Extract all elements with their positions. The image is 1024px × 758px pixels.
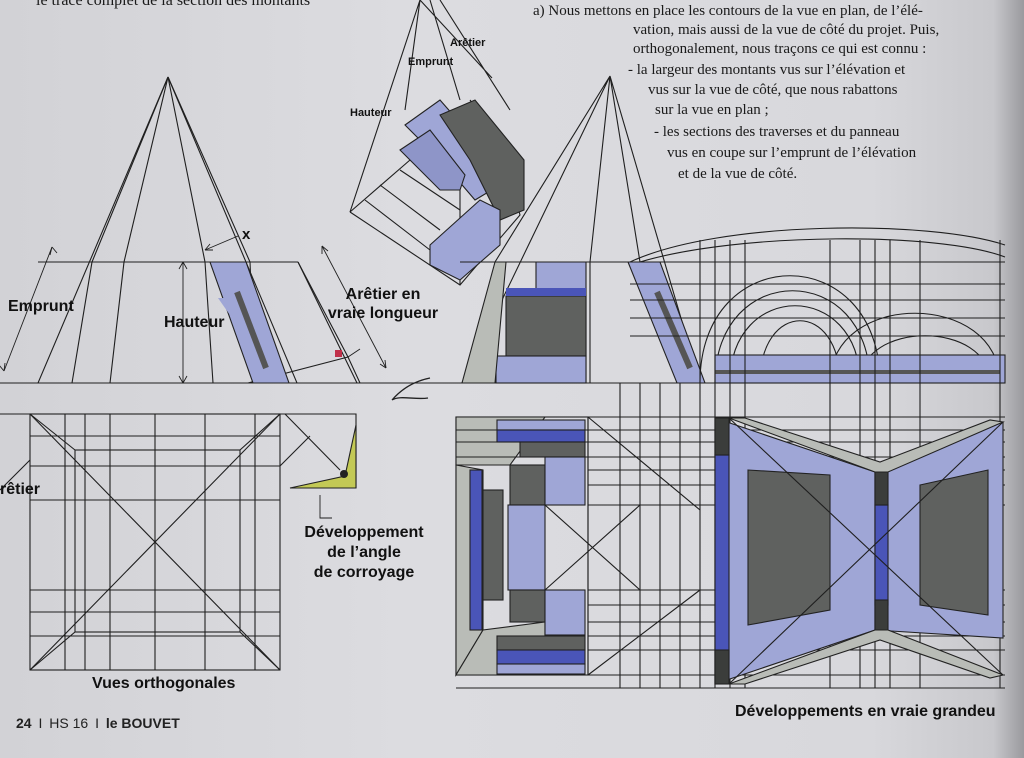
intro-line-1: a) Nous mettons en place les contours de… <box>533 3 923 19</box>
bullet1-line-1: - la largeur des montants vus sur l’élév… <box>628 62 906 78</box>
plan-view <box>0 413 357 671</box>
page-number: 24 <box>16 715 32 731</box>
label-dev-1: Développement <box>304 524 424 541</box>
iso-label-hauteur: Hauteur <box>350 107 392 119</box>
intro-line-2: vation, mais aussi de la vue de côté du … <box>633 22 940 38</box>
brand-prefix: le <box>105 715 118 731</box>
isometric-sketch <box>349 0 525 286</box>
development-view <box>455 75 1006 689</box>
footer: 24 I HS 16 I le BOUVET <box>16 715 180 731</box>
issue-number: HS 16 <box>49 715 89 731</box>
right-caption: Développements en vraie grandeu <box>735 703 996 720</box>
label-aretier-vl-2: vraie longueur <box>327 305 439 322</box>
label-dev-3: de corroyage <box>313 564 415 581</box>
label-vues-orthogonales: Vues orthogonales <box>92 675 236 692</box>
header-text: le tracé complet de la section des monta… <box>36 0 311 9</box>
label-emprunt: Emprunt <box>8 298 74 315</box>
iso-label-aretier: Arêtier <box>450 37 486 49</box>
label-x: x <box>242 226 251 243</box>
bullet1-line-3: sur la vue en plan ; <box>655 102 769 118</box>
bullet2-line-1: - les sections des traverses et du panne… <box>654 124 900 140</box>
dimension-lines <box>0 235 387 384</box>
elevation-view <box>0 76 460 384</box>
label-aretier-vl-1: Arêtier en <box>345 286 421 303</box>
label-aretier-side: rêtier <box>0 481 41 498</box>
bullet1-line-2: vus sur la vue de côté, que nous rabatto… <box>648 82 898 98</box>
iso-label-emprunt: Emprunt <box>408 56 454 68</box>
label-dev-2: de l’angle <box>327 544 401 561</box>
footer-sep-2: I <box>95 715 99 731</box>
footer-sep: I <box>38 715 43 731</box>
brand-name: BOUVET <box>121 715 180 731</box>
bullet2-line-2: vus en coupe sur l’emprunt de l’élévatio… <box>667 145 917 161</box>
handwritten-mark <box>391 377 431 401</box>
intro-line-3: orthogonalement, nous traçons ce qui est… <box>633 41 927 57</box>
label-hauteur: Hauteur <box>164 314 225 331</box>
bullet2-line-3: et de la vue de côté. <box>678 166 798 182</box>
